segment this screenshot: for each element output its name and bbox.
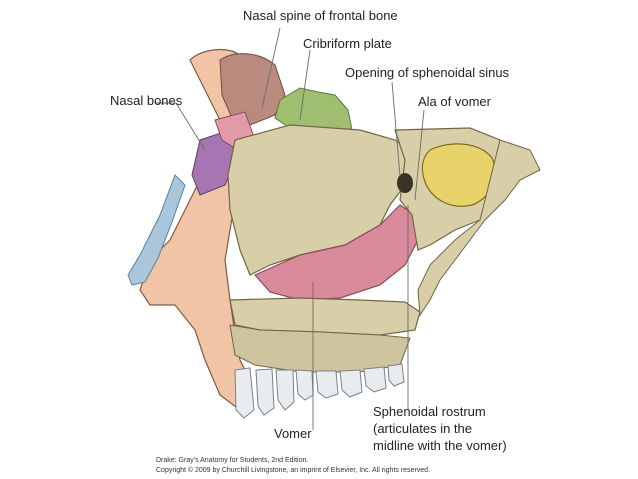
sphenoidal-sinus [421,143,496,207]
label-cribriform-plate: Cribriform plate [303,36,392,51]
nasal-cartilage [127,174,186,286]
sphenoid-back [417,139,541,317]
leader-lines [155,27,425,430]
sinus-opening [397,173,413,193]
label-sphenoidal-rostrum-note-1: (articulates in the [373,421,472,436]
label-nasal-bones: Nasal bones [110,93,183,108]
label-ala-of-vomer: Ala of vomer [418,94,491,109]
label-vomer: Vomer [274,426,312,441]
label-sphenoidal-rostrum: Sphenoidal rostrum [373,404,486,419]
credit-line-1: Drake: Gray's Anatomy for Students, 2nd … [156,457,309,464]
label-sphenoidal-rostrum-note-2: midline with the vomer) [373,438,507,453]
cribriform-plate [274,87,353,133]
teeth [234,363,405,419]
label-opening-sphenoidal-sinus: Opening of sphenoidal sinus [345,65,510,80]
credit-line-2: Copyright © 2009 by Churchill Livingston… [156,467,431,474]
label-nasal-spine: Nasal spine of frontal bone [243,8,398,23]
